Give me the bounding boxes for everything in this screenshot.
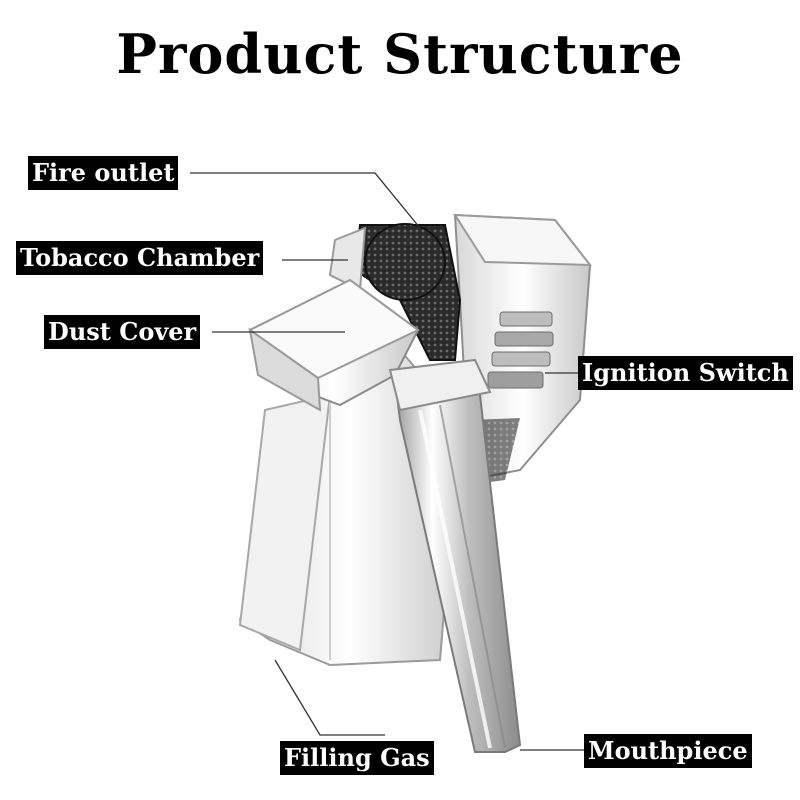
page-title: Product Structure (116, 22, 684, 86)
dust-cover (248, 278, 420, 412)
label-mouthpiece: Mouthpiece (584, 734, 752, 768)
leader-lines (190, 172, 584, 751)
label-ignition-switch: Ignition Switch (578, 356, 793, 390)
label-fire-outlet: Fire outlet (28, 156, 179, 190)
label-dust-cover: Dust Cover (44, 315, 201, 349)
ignition-block (453, 213, 593, 485)
filling-gas-leader (274, 659, 385, 736)
mouthpiece-tube (388, 358, 522, 753)
fire-outlet-leader (190, 172, 421, 229)
tobacco-chamber-bowl (328, 223, 462, 361)
label-filling-gas: Filling Gas (280, 741, 434, 775)
label-tobacco-chamber: Tobacco Chamber (16, 241, 264, 275)
